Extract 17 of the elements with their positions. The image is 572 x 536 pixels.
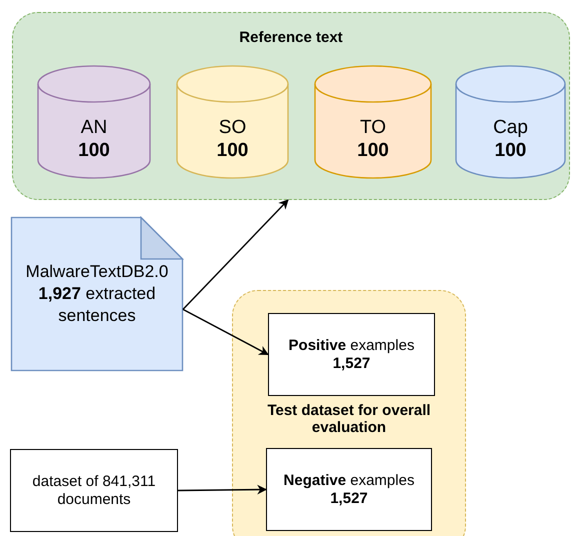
process-box: Positive examples 1,527	[268, 313, 435, 396]
arrow	[178, 484, 267, 494]
node-text: TO	[360, 117, 386, 140]
node-text: 100	[216, 140, 248, 163]
arrow	[182, 199, 289, 310]
node-text: 100	[494, 140, 526, 163]
arrow	[182, 308, 269, 356]
process-box: dataset of 841,311 documents	[10, 449, 178, 532]
node-text: 100	[357, 140, 389, 163]
group-title: Reference text	[239, 29, 343, 46]
document-text: MalwareTextDB2.0 1,927 extracted sentences	[24, 260, 170, 328]
process-box: Negative examples 1,527	[266, 448, 432, 531]
node-text: 100	[78, 140, 110, 163]
node-text: SO	[218, 117, 246, 140]
node-text: Cap	[493, 117, 528, 140]
group-title: Test dataset for overall evaluation	[266, 402, 432, 436]
node-text: AN	[80, 117, 108, 140]
